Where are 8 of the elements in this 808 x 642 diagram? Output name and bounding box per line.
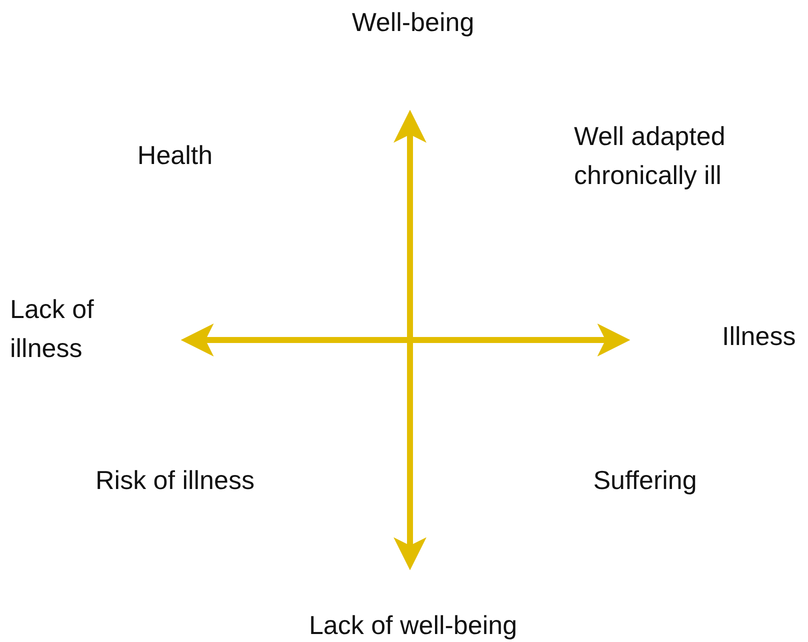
axis-label: Lack of illness <box>10 293 95 365</box>
axis-label: Well-being <box>350 6 476 39</box>
axis-label: Suffering <box>592 464 698 497</box>
axis-label: Health <box>136 139 214 172</box>
axis-label: Risk of illness <box>94 464 256 497</box>
axis-label: Well adapted chronically ill <box>574 120 726 192</box>
axis-label: Lack of well-being <box>308 609 518 642</box>
axis-label: Illness <box>722 320 797 353</box>
